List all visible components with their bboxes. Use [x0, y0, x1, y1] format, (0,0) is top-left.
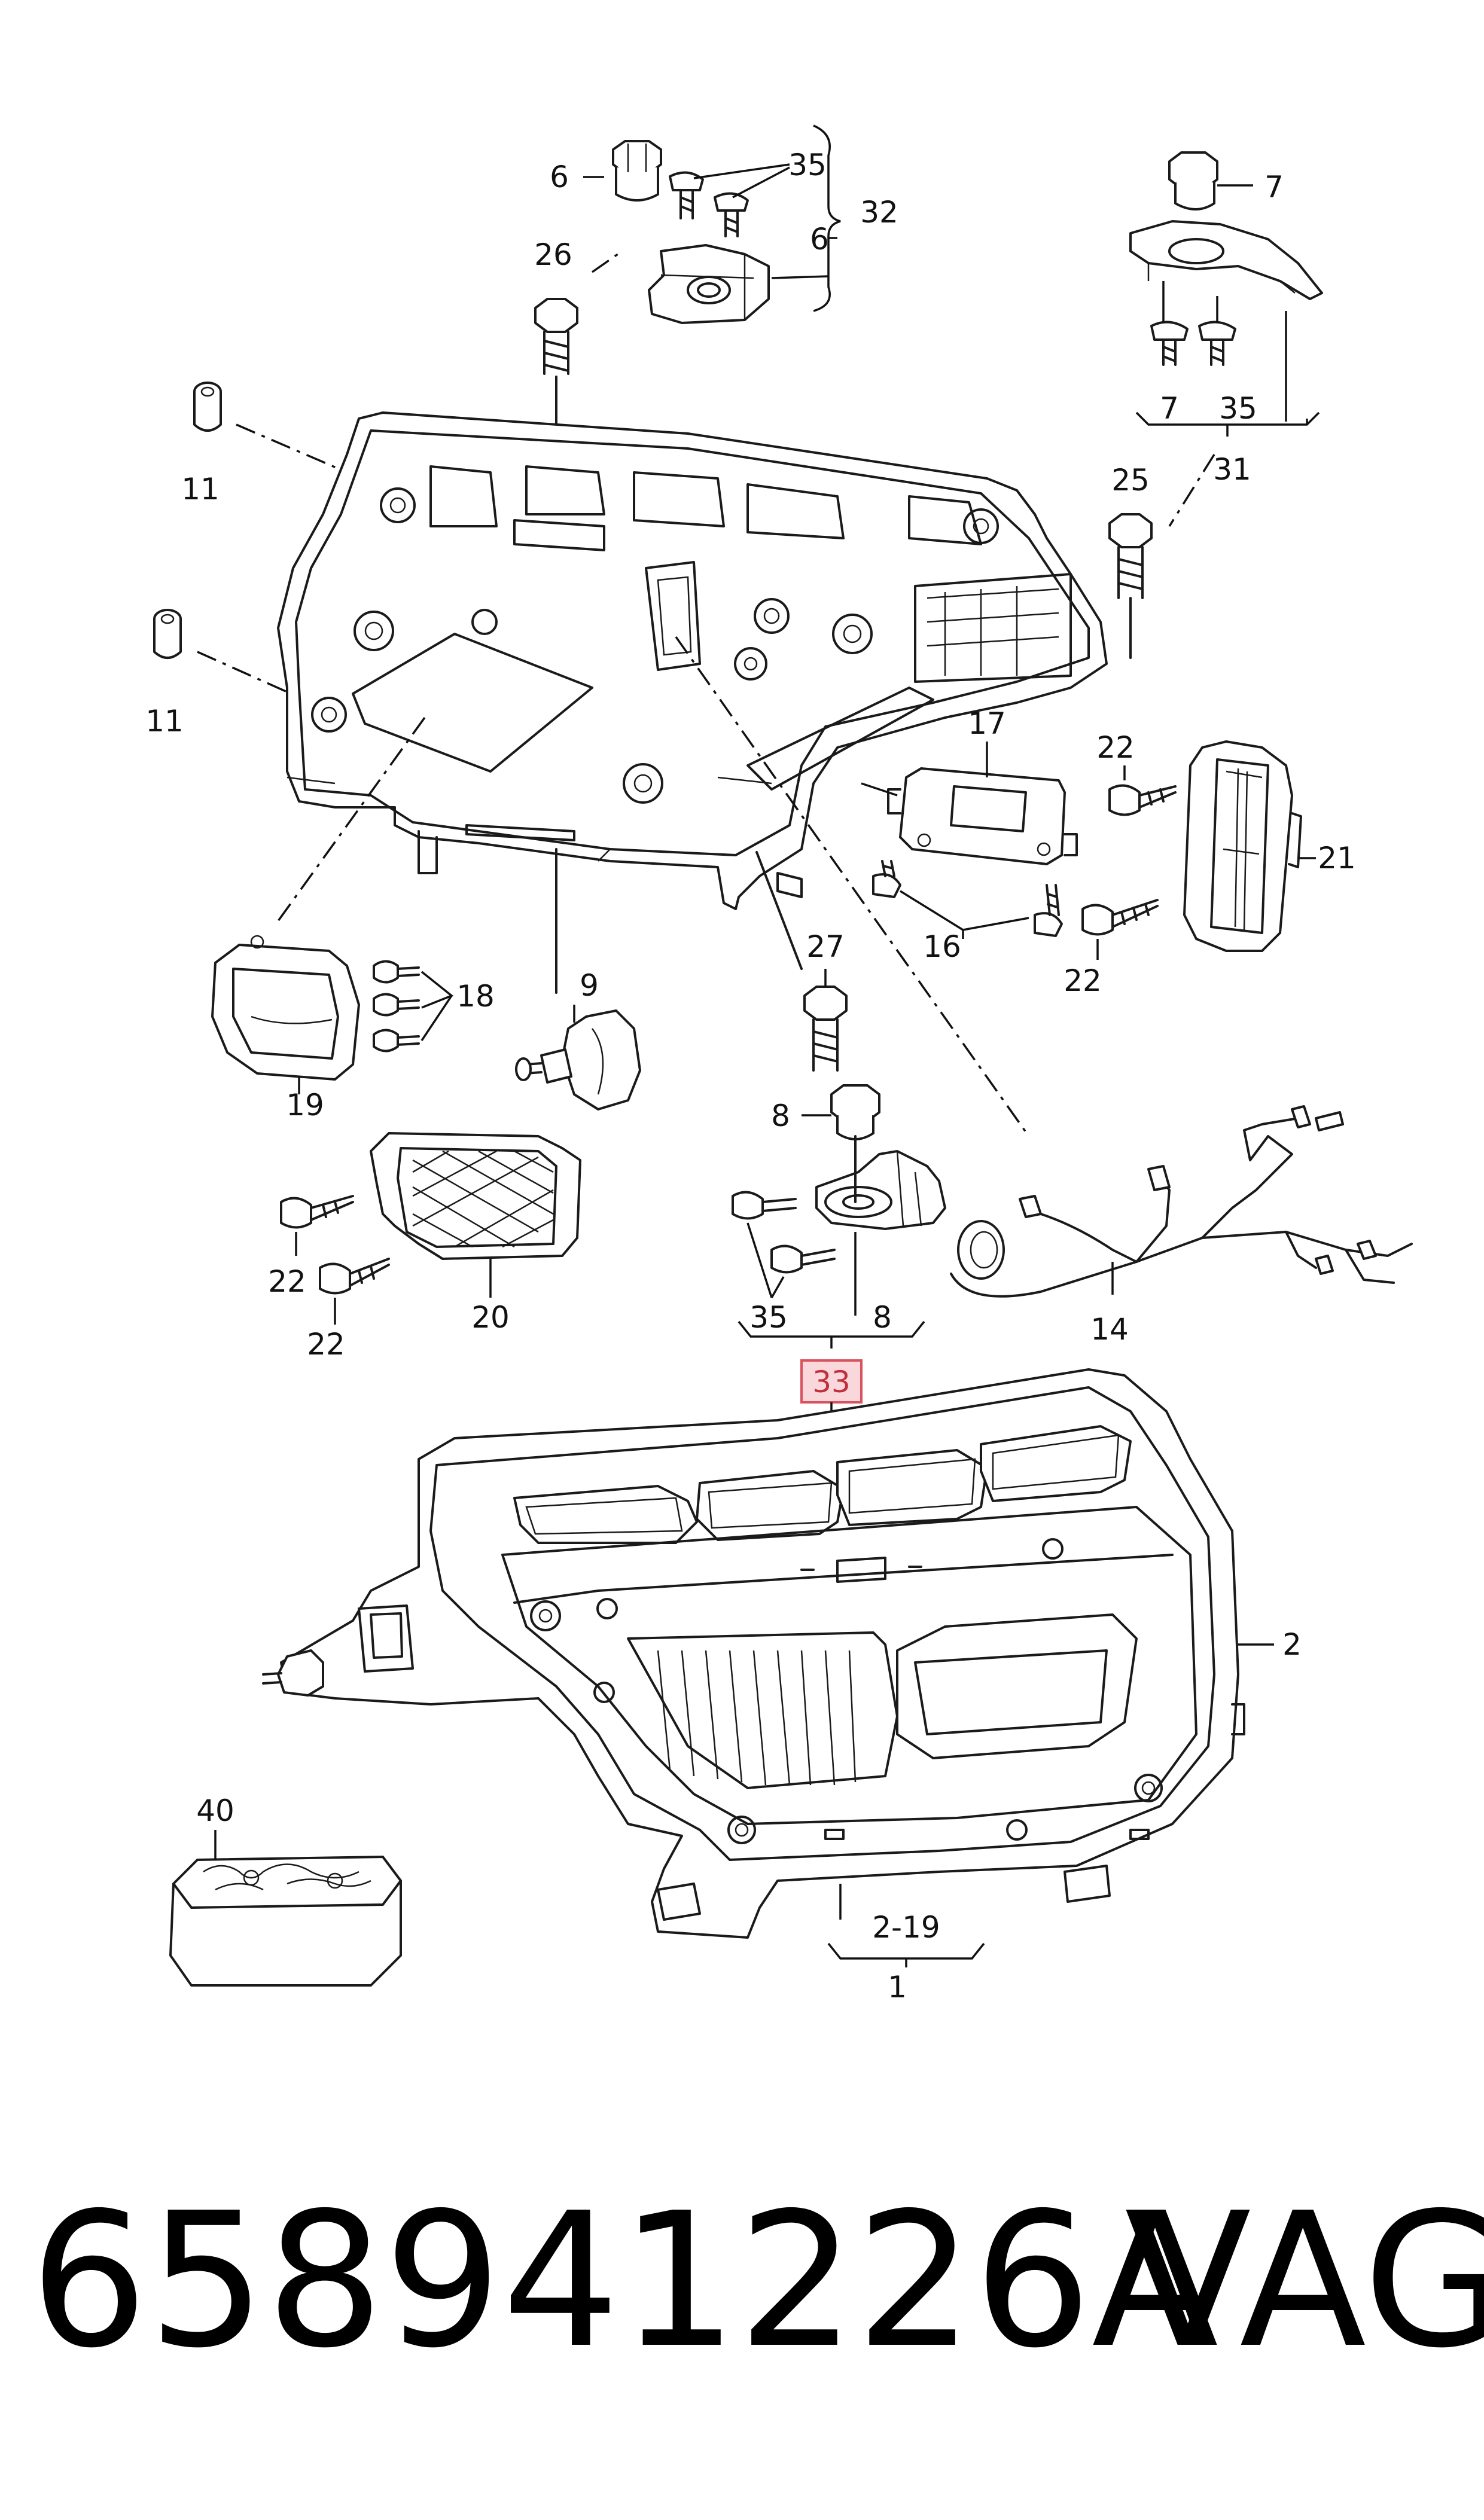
label-35: 35 — [1219, 391, 1257, 426]
label-27: 27 — [806, 929, 845, 964]
brand-text: VAG — [1125, 2173, 1484, 2389]
label-19: 19 — [286, 1088, 324, 1122]
label-6: 6 — [810, 222, 829, 257]
label-9: 9 — [580, 968, 599, 1003]
label-18: 18 — [456, 979, 495, 1014]
part-35-screws-top — [669, 171, 749, 237]
part-22-screw-upper-right — [1108, 784, 1177, 816]
label-6: 6 — [550, 160, 569, 194]
label-31: 31 — [1213, 452, 1251, 487]
label-1: 1 — [888, 1970, 907, 2005]
label-14: 14 — [1090, 1312, 1129, 1347]
part-11-bushing-lower — [153, 609, 182, 659]
part-16-screws — [872, 860, 1063, 937]
part-32-bracket-top — [648, 244, 770, 324]
label-21: 21 — [1318, 841, 1356, 875]
label-22: 22 — [1096, 730, 1135, 765]
label-22: 22 — [307, 1327, 345, 1362]
highlight-box-33 — [800, 1359, 863, 1404]
part-22-screw-left-upper — [280, 1195, 354, 1229]
label-32: 32 — [860, 195, 898, 230]
part-2-headlight-assembly — [262, 1368, 1245, 1939]
part-35-screws-lower — [732, 1191, 836, 1274]
label-22: 22 — [268, 1264, 306, 1299]
part-35-screws-right — [1150, 321, 1236, 366]
part-22-screw-lower-right — [1081, 899, 1159, 936]
part-31-bracket — [1129, 220, 1323, 300]
part-33-bracket — [815, 1150, 946, 1230]
label-40: 40 — [196, 1793, 234, 1828]
part-27-bolt — [803, 986, 848, 1072]
label-7: 7 — [1160, 391, 1179, 426]
part-25-bolt — [1108, 513, 1153, 599]
label-22: 22 — [1064, 963, 1102, 998]
part-6-nut-top — [612, 140, 662, 202]
part-9-actuator — [515, 1009, 641, 1110]
label-2: 2 — [1282, 1627, 1302, 1662]
label-35: 35 — [749, 1300, 788, 1335]
part-8-nut — [830, 1084, 880, 1140]
label-2-19: 2-19 — [872, 1910, 940, 1945]
part-19-control-unit — [211, 935, 360, 1081]
part-18-screws — [373, 960, 420, 1052]
label-35: 35 — [788, 148, 827, 182]
label-25: 25 — [1111, 463, 1150, 498]
label-11: 11 — [145, 704, 184, 739]
label-17: 17 — [968, 706, 1006, 741]
label-33: 33 — [812, 1365, 851, 1399]
label-20: 20 — [471, 1300, 510, 1335]
label-8: 8 — [771, 1099, 790, 1133]
part-21-cover — [1183, 740, 1302, 952]
part-20-cover-mesh — [370, 1132, 581, 1260]
part-17-control-module — [887, 767, 1078, 865]
label-16: 16 — [923, 929, 961, 964]
part-7-nut — [1168, 151, 1218, 210]
part-22-screw-left-lower — [319, 1258, 390, 1295]
part-14-wiring-harness — [950, 1105, 1413, 1298]
part-11-bushing-upper — [193, 382, 222, 432]
label-7: 7 — [1264, 170, 1284, 205]
part-26-bolt — [534, 298, 578, 375]
part-number-text: 658941226A — [30, 2173, 1219, 2389]
label-11: 11 — [181, 472, 220, 507]
label-26: 26 — [534, 237, 572, 272]
part-40-foam-pad — [169, 1856, 402, 1987]
label-8: 8 — [873, 1300, 892, 1335]
